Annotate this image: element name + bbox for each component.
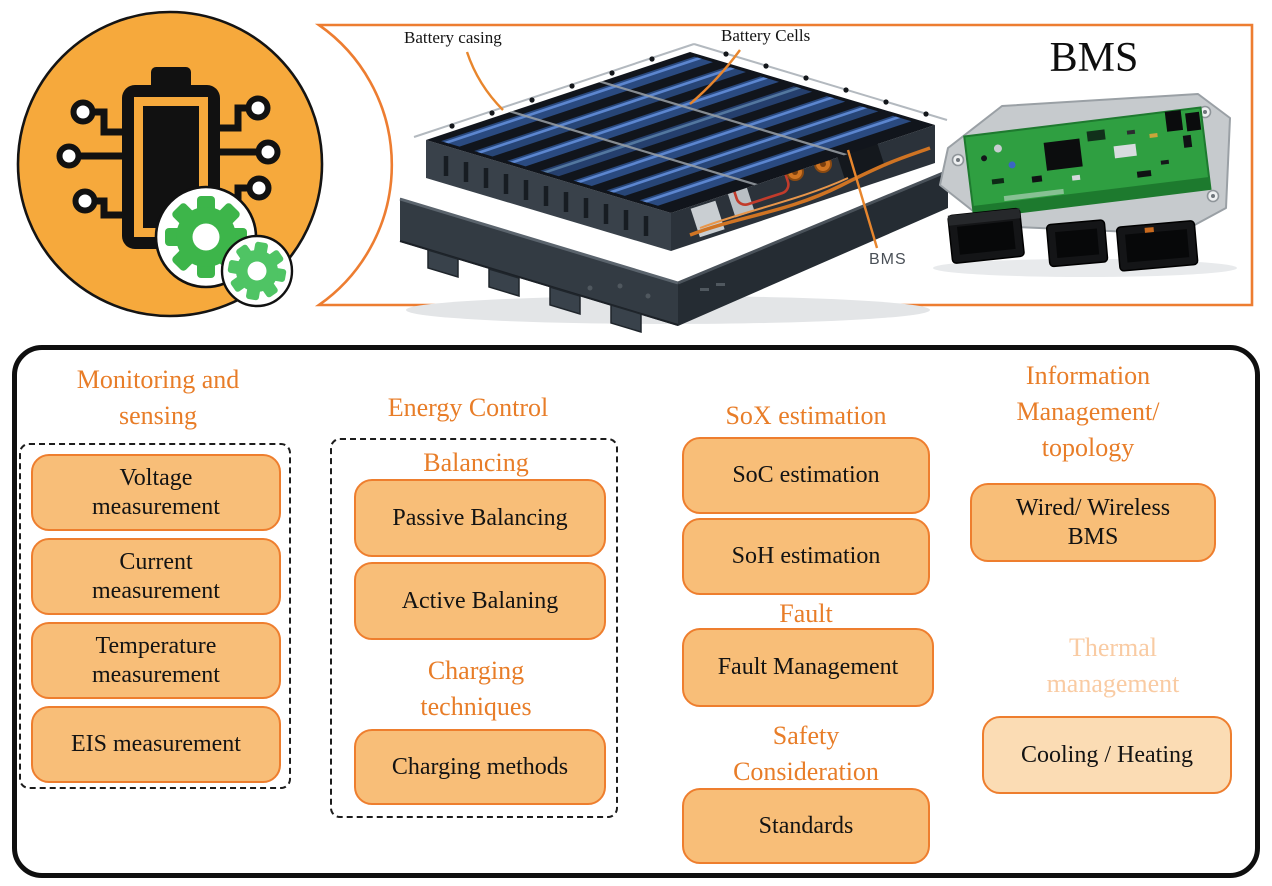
- charging-techniques-subheading: Charging techniques: [420, 656, 532, 721]
- battery-pack-photo: [399, 43, 949, 334]
- current-measurement-box: Current measurement: [31, 538, 281, 615]
- fault-management-box: Fault Management: [682, 628, 934, 707]
- monitoring-group: Voltage measurement Current measurement …: [19, 443, 291, 789]
- thermal-management-subheading: Thermal management: [1046, 633, 1180, 698]
- wired-wireless-bms-box: Wired/ Wireless BMS: [970, 483, 1216, 562]
- circuit-node-dots: [56, 95, 281, 214]
- cooling-heating-box: Cooling / Heating: [982, 716, 1232, 794]
- information-management-heading: Information Management/ topology: [1016, 361, 1160, 462]
- bms-board-photo: [933, 93, 1237, 277]
- voltage-measurement-box: Voltage measurement: [31, 454, 281, 531]
- bms-title: BMS: [1049, 35, 1139, 81]
- sox-estimation-heading: SoX estimation: [725, 401, 887, 430]
- hero-border: [314, 23, 1254, 307]
- balancing-subheading: Balancing: [423, 448, 529, 477]
- eis-measurement-box: EIS measurement: [31, 706, 281, 783]
- battery-casing-label: Battery casing: [404, 28, 502, 47]
- safety-consideration-subheading: Safety Consideration: [733, 721, 879, 786]
- temperature-measurement-box: Temperature measurement: [31, 622, 281, 699]
- battery-cells-label: Battery Cells: [721, 26, 811, 45]
- active-balancing-box: Active Balaning: [354, 562, 606, 640]
- soc-estimation-box: SoC estimation: [682, 437, 930, 514]
- energy-control-heading: Energy Control: [387, 393, 549, 422]
- standards-box: Standards: [682, 788, 930, 864]
- leader-lines: [465, 49, 879, 249]
- bms-logo-icon: [16, 10, 324, 318]
- bms-callout-label: BMS: [869, 251, 907, 268]
- bms-functions-panel: Monitoring and sensing Voltage measureme…: [12, 345, 1260, 878]
- soh-estimation-box: SoH estimation: [682, 518, 930, 595]
- gear-icon-small: [220, 234, 294, 308]
- monitoring-heading: Monitoring and sensing: [76, 365, 240, 430]
- fault-subheading: Fault: [779, 599, 833, 628]
- hero-figure: [16, 10, 1254, 334]
- energy-control-group: Balancing Passive Balancing Active Balan…: [330, 438, 618, 818]
- charging-methods-box: Charging methods: [354, 729, 606, 805]
- passive-balancing-box: Passive Balancing: [354, 479, 606, 557]
